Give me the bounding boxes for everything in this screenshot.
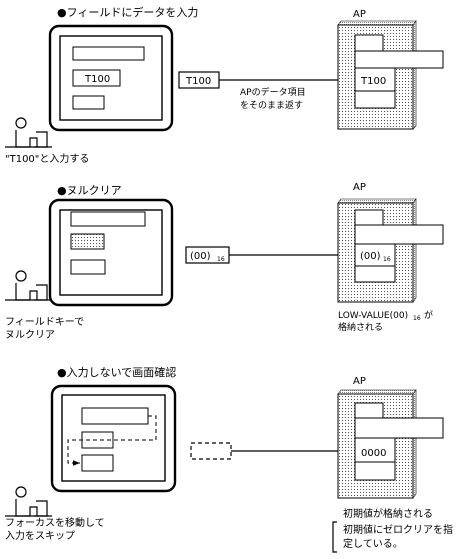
ap-field-value-3: 0000	[361, 448, 386, 459]
user-caption-3-line-1: フォーカスを移動して	[5, 516, 105, 529]
user-caption-2-line-1: フィールドキーで	[5, 317, 84, 328]
transfer-subscript-2: 16	[217, 256, 225, 263]
user-caption-2-line-2: ヌルクリア	[5, 329, 55, 341]
ap-field-value-2: (00)	[360, 251, 381, 262]
transfer-box-3-empty	[190, 442, 232, 460]
ap-label-1: AP	[353, 9, 366, 20]
ap-note-3: 初期値が格納される	[343, 507, 433, 520]
ap-bracket-note-line-1: 初期値にゼロクリアを指	[343, 523, 453, 536]
operator-icon	[5, 117, 52, 148]
transfer-note-line-2: をそのまま返す	[240, 99, 303, 111]
terminal-screen-1: T100	[48, 24, 174, 132]
section-1-title: ●フィールドにデータを入力	[57, 5, 198, 19]
section-2-title: ●ヌルクリア	[57, 184, 122, 197]
terminal-screen-3	[50, 384, 177, 493]
ap-block-2: (00) 16	[337, 198, 444, 303]
null-cleared-field	[70, 233, 105, 250]
ap-note-2-line-2: 格納される	[338, 321, 383, 333]
ap-label-3: AP	[353, 376, 366, 387]
terminal-screen-2	[48, 198, 174, 307]
screen-field-value: T100	[84, 74, 110, 85]
ap-block-1: T100	[337, 20, 444, 130]
transfer-note-line-1: APのデータ項目	[240, 86, 306, 98]
user-caption-3-line-2: 入力をスキップ	[5, 529, 75, 542]
section-null-clear: ●ヌルクリア フィールドキーで ヌルクリア (00) 16 AP	[5, 182, 444, 341]
section-3-title: ●入力しないで画面確認	[57, 365, 176, 379]
ap-field-value-1: T100	[360, 76, 386, 87]
ap-note-2-subscript: 16	[413, 315, 421, 322]
transfer-value-1: T100	[185, 76, 211, 87]
operator-icon	[5, 270, 52, 301]
operator-icon	[5, 486, 52, 517]
user-caption-1: "T100"と入力する	[5, 152, 89, 165]
ap-field-subscript-2: 16	[383, 256, 391, 263]
transfer-value-2: (00)	[190, 251, 211, 262]
ap-note-2-prefix: LOW-VALUE(00)	[338, 311, 408, 321]
note-bracket	[332, 521, 337, 553]
section-input-field: ●フィールドにデータを入力 T100 "T100"と入力する T100 APのデ…	[5, 5, 444, 165]
ap-bracket-note-line-2: 定している。	[343, 537, 403, 550]
section-skip-input: ●入力しないで画面確認 フォーカスを移動して 入力をスキップ AP	[5, 365, 453, 553]
ap-block-3: 0000	[337, 389, 444, 499]
ap-label-2: AP	[353, 182, 366, 193]
ap-note-2-suffix: が	[424, 309, 433, 321]
